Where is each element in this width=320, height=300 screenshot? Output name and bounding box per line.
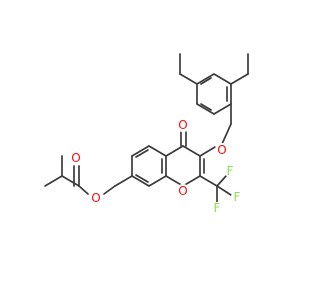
bond: [131, 175, 150, 187]
fluorine-right: F: [231, 190, 243, 204]
bond: [165, 175, 184, 187]
bond: [196, 73, 215, 85]
atom-label: F: [234, 190, 241, 204]
bond: [165, 145, 184, 157]
bond: [131, 145, 150, 157]
carbonyl-oxygen: O: [176, 118, 190, 132]
bond: [148, 145, 167, 157]
bond: [196, 103, 215, 115]
bond: [182, 145, 201, 157]
bond: [103, 185, 116, 195]
atom-label: O: [91, 191, 100, 205]
bond: [78, 185, 89, 195]
bond: [179, 73, 198, 85]
ring-oxygen: O: [176, 184, 190, 198]
fluorine-bottom: F: [211, 201, 223, 215]
bond: [221, 123, 232, 145]
chemical-structure: O O O O O F F F: [44, 53, 249, 215]
bond: [200, 77, 212, 85]
bond: [199, 146, 216, 157]
bond: [61, 175, 80, 187]
atom-label: O: [178, 118, 187, 132]
atom-label: O: [71, 151, 80, 165]
bond: [216, 185, 232, 196]
fluorine-top: F: [224, 164, 236, 178]
bonds: [44, 53, 249, 203]
bond: [182, 175, 201, 187]
bond: [135, 174, 149, 183]
atom-labels: O O O O O F F F: [69, 118, 243, 215]
ester-carbonyl-oxygen: O: [69, 151, 83, 165]
ester-ether-oxygen: O: [89, 191, 103, 205]
bond: [135, 149, 149, 158]
bond: [114, 175, 133, 187]
atom-label: O: [178, 184, 187, 198]
aryl-ether-oxygen: O: [215, 143, 229, 157]
atom-label: O: [217, 143, 226, 157]
bond: [213, 103, 232, 115]
bond: [148, 175, 167, 187]
atom-label: F: [214, 201, 221, 215]
bond: [216, 175, 227, 187]
atom-label: F: [227, 164, 234, 178]
bond: [44, 175, 63, 187]
bond: [199, 175, 218, 187]
bond: [230, 73, 249, 85]
bond: [200, 103, 212, 111]
bond: [213, 73, 232, 85]
